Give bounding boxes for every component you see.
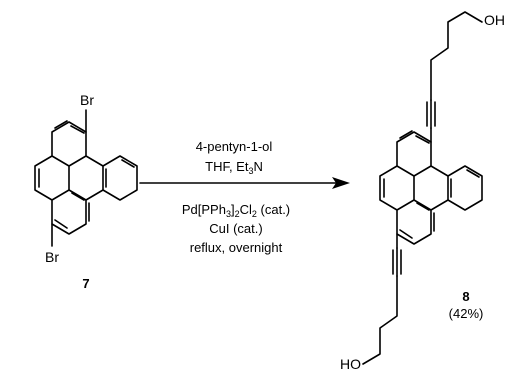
atom-ho-bottom: HO [340, 356, 361, 372]
atom-br-bottom: Br [45, 249, 59, 265]
condition-time: reflux, overnight [190, 240, 283, 255]
arrow-head [332, 177, 350, 189]
atom-br-top: Br [80, 92, 94, 108]
product-bottom-triple-bond [392, 247, 402, 277]
reactant-double-bonds [38, 120, 135, 229]
product-pyrene-skeleton [379, 131, 483, 245]
compound-label-8: 8 [462, 289, 469, 304]
compound-label-7: 7 [82, 276, 89, 291]
product-top-alkyl-chain [430, 11, 483, 101]
reactant-pyrene-skeleton [34, 121, 138, 235]
product-top-triple-bond [426, 99, 436, 129]
condition-cocatalyst: CuI (cat.) [209, 221, 262, 236]
condition-reagent: 4-pentyn-1-ol [196, 139, 273, 154]
product-double-bonds [383, 130, 480, 239]
atom-oh-top: OH [484, 12, 505, 28]
condition-catalyst: Pd[PPh3]2Cl2 (cat.) [182, 202, 290, 219]
condition-solvent: THF, Et3N [205, 159, 263, 176]
reaction-arrow [139, 177, 350, 189]
product-bottom-alkyl-chain [362, 275, 398, 365]
reactant-dibromopyrene: Br Br [34, 92, 138, 265]
product-dialkynylpyrene: OH HO [340, 11, 505, 372]
product-yield: (42%) [449, 306, 484, 321]
